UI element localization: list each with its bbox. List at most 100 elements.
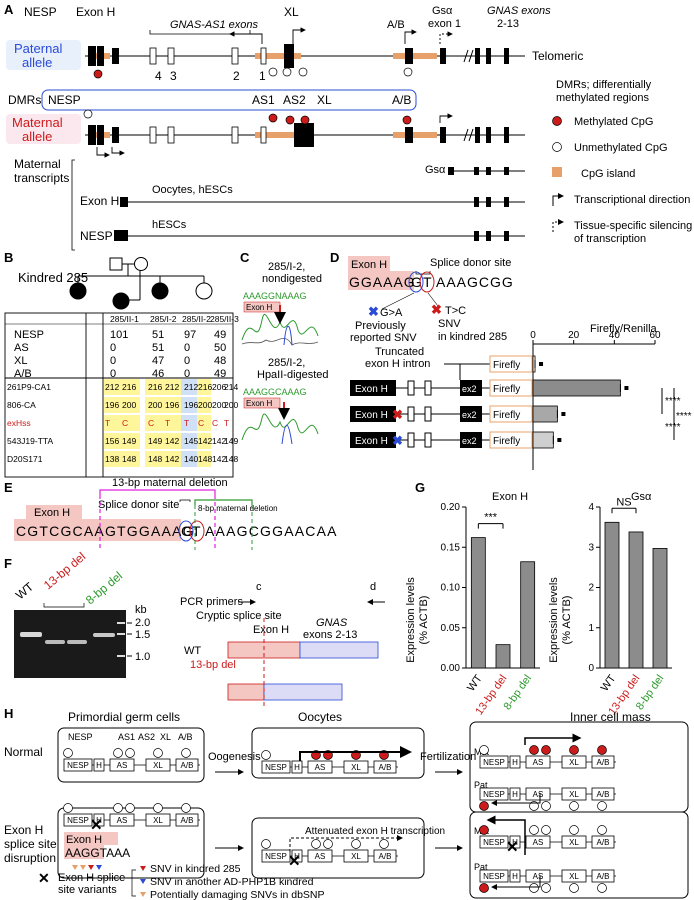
gene-box-label: AS	[533, 758, 544, 767]
table-cell: 0	[184, 355, 190, 367]
svg-text:d: d	[370, 581, 376, 593]
cpg-circle	[597, 825, 607, 835]
cpg-circle	[569, 745, 579, 755]
pgc-normal-box	[57, 727, 205, 783]
svg-text:of transcription: of transcription	[574, 233, 646, 245]
cpg-circle	[153, 803, 163, 813]
table-cell: 0	[184, 342, 190, 354]
table-cell: 138	[105, 454, 119, 464]
splice-variant-x-icon: ✕	[90, 817, 103, 834]
e-8bp-del: 8-bp maternal deletion	[198, 504, 278, 513]
svg-text:disruption: disruption	[4, 851, 56, 865]
splice-variant-x-icon: ✕	[506, 839, 519, 856]
gene-box	[525, 755, 551, 769]
svg-text:AS2: AS2	[138, 732, 155, 742]
svg-text:SNV in another AD-PHP1B kindre: SNV in another AD-PHP1B kindred	[150, 876, 314, 888]
gene-box	[261, 760, 291, 774]
cpg-circle	[379, 839, 389, 849]
table-cell: 49	[214, 329, 226, 341]
label-gnas-2-13: 2-13	[497, 18, 519, 30]
maternal-nesp-unmethylated	[83, 109, 93, 119]
cpg-circle	[479, 801, 489, 811]
firefly-label: Firefly	[493, 410, 520, 421]
table-cell: 212	[105, 382, 119, 392]
table-cell: T	[165, 418, 170, 428]
gene-box-label: NESP	[265, 852, 287, 861]
panel-label-c: C	[240, 250, 250, 265]
significance: ***	[484, 512, 498, 524]
gene-box-label: A/B	[597, 790, 610, 799]
oocyte-disrupt-box	[251, 817, 425, 879]
d-seq-exon: GGAAAG	[349, 274, 416, 290]
x-tick-label: 40	[609, 330, 621, 341]
chromatogram-seq-2: AAAGGCAAAG	[243, 387, 307, 397]
gene-box	[261, 849, 291, 863]
gene-box	[591, 869, 615, 883]
cpg-circle	[261, 839, 271, 849]
y-tick-label: 3	[588, 542, 594, 553]
y-tick-label: 0.10	[441, 583, 461, 594]
table-cell: 148	[198, 454, 212, 464]
table-cell: 0	[110, 342, 116, 354]
table-cell: 200	[224, 400, 238, 410]
svg-text:285/I-2,: 285/I-2,	[268, 357, 305, 369]
maternal-methylated	[268, 113, 412, 125]
bar	[532, 379, 621, 397]
panel-f: WT 13-bp del 8-bp del kb 2.0 1.5 1.0 PCR…	[13, 549, 385, 708]
gene-box-label: A/B	[181, 761, 194, 770]
svg-text:Oogenesis: Oogenesis	[208, 751, 261, 763]
gene-box-label: NESP	[67, 761, 89, 770]
svg-text:exon H intron: exon H intron	[365, 358, 430, 370]
svg-text:Exon H: Exon H	[246, 399, 272, 408]
cpg-circle	[541, 825, 551, 835]
gene-box	[591, 755, 615, 769]
label-exon1: exon 1	[428, 18, 461, 30]
gene-box-label: XL	[569, 838, 579, 847]
gene-box	[479, 835, 509, 849]
svg-text:site variants: site variants	[58, 884, 117, 896]
gene-box-label: A/B	[379, 763, 392, 772]
paternal-nesp-methylated	[93, 69, 103, 79]
telomeric-label: Telomeric	[532, 49, 583, 63]
exon-h-box: Exon H	[355, 410, 388, 421]
svg-text:splice site: splice site	[4, 837, 57, 851]
paternal-allele-label: allele	[22, 55, 52, 70]
data-point	[539, 362, 544, 366]
svg-text:c: c	[256, 581, 262, 593]
table-cell: C	[122, 418, 128, 428]
table-cell: 47	[152, 355, 164, 367]
table-row-label: exHss	[7, 418, 31, 428]
table-cell: 0	[110, 355, 116, 367]
panel-e: 13-bp maternal deletion Splice donor sit…	[14, 477, 336, 550]
svg-text:Exon H: Exon H	[34, 507, 70, 519]
tx-gsa	[448, 167, 525, 175]
panel-c: 285/I-2, nondigested AAAGGNAAAG Exon H 2…	[241, 261, 329, 445]
svg-text:T: T	[423, 274, 432, 290]
gene-box	[307, 849, 333, 863]
table-cell: 0	[110, 368, 116, 380]
svg-text:Previously: Previously	[355, 320, 406, 332]
gene-box-label: H	[96, 816, 102, 825]
table-cell: 50	[214, 342, 226, 354]
significance: ****	[665, 396, 681, 407]
y-tick-label: 4	[588, 502, 594, 513]
panel-label-g: G	[415, 480, 425, 495]
cpg-circle	[529, 745, 539, 755]
gene-box	[561, 835, 587, 849]
gene-box-label: AS	[117, 761, 128, 770]
label-ab: A/B	[387, 19, 405, 31]
bar	[628, 531, 644, 669]
gene-box-label: XL	[569, 872, 579, 881]
exon-h-box: Exon H	[355, 436, 388, 447]
gene-box-label: NESP	[265, 763, 287, 772]
panel-label-e: E	[4, 480, 13, 495]
gene-box-label: A/B	[181, 816, 194, 825]
g-title-2: Gsα	[631, 491, 652, 503]
table-cell: 48	[214, 355, 226, 367]
firefly-label: Firefly	[493, 360, 520, 371]
gene-box	[525, 869, 551, 883]
svg-text:Transcriptional direction: Transcriptional direction	[574, 194, 690, 206]
svg-text:in kindred 285: in kindred 285	[438, 331, 507, 343]
